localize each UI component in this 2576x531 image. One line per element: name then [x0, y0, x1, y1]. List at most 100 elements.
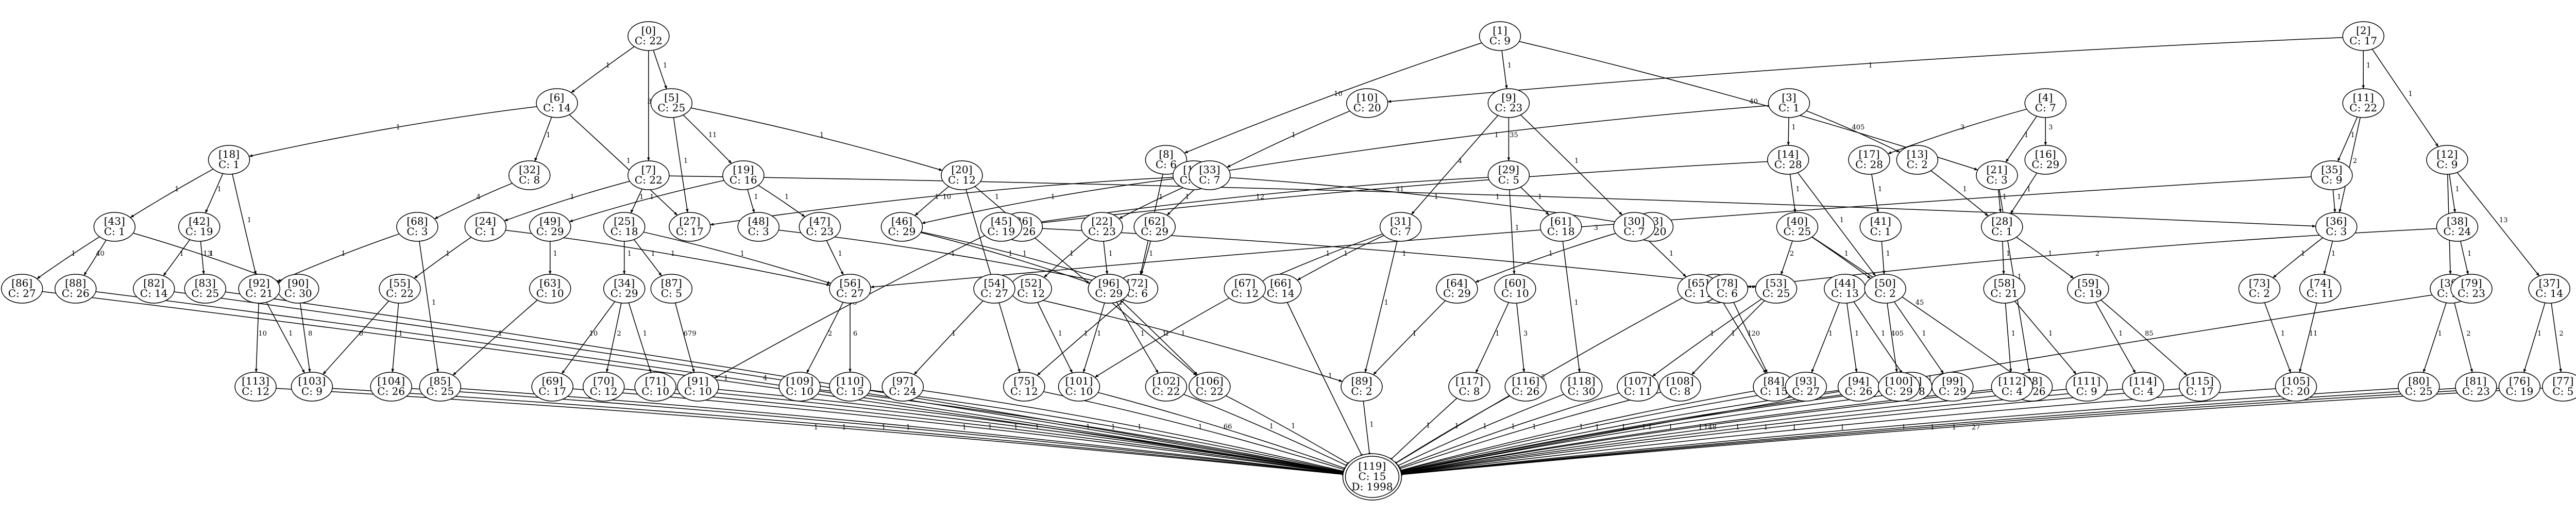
- node-93-ellipse: [1785, 372, 1827, 402]
- node-74: [74]C: 11: [2299, 274, 2342, 304]
- node-85-ellipse: [419, 372, 462, 402]
- node-67-id-label: [67]: [1234, 277, 1256, 289]
- node-88-id-label: [88]: [65, 277, 86, 289]
- node-36-cost-label: C: 3: [2326, 225, 2347, 238]
- node-86-ellipse: [1, 274, 43, 304]
- edge-label-106-to-119: 1: [1291, 423, 1295, 430]
- node-115-ellipse: [2179, 372, 2221, 402]
- edge-label-0-to-5: 1: [663, 62, 667, 70]
- edge-label-101-to-119: 66: [1224, 423, 1232, 431]
- node-78-id-label: [78]: [1717, 277, 1738, 289]
- edge-label-72-to-75: 1: [1083, 330, 1088, 338]
- node-87-cost-label: C: 5: [661, 287, 682, 300]
- node-18: [18]C: 1: [208, 145, 250, 175]
- edge-label-40-to-53: 2: [1790, 250, 1794, 258]
- node-70: [70]C: 12: [582, 372, 625, 402]
- node-3: [3]C: 1: [1768, 88, 1810, 118]
- node-21-cost-label: C: 3: [1986, 174, 2007, 186]
- edge-label-58-to-112: 1: [2011, 330, 2015, 338]
- node-59-id-label: [59]: [2077, 277, 2098, 289]
- node-27-ellipse: [669, 212, 711, 242]
- node-83: [83]C: 25: [184, 274, 227, 304]
- edge-label-46-to-72: 1: [1023, 250, 1027, 258]
- edge-label-53-to-108: 1: [1731, 330, 1735, 338]
- node-115: [115]C: 17: [2179, 372, 2221, 402]
- node-38-id-label: [38]: [2447, 215, 2468, 227]
- node-46-cost-label: C: 29: [888, 225, 916, 238]
- edge-0-to-5: [653, 49, 667, 90]
- edge-label-26-to-53: 1: [1402, 250, 1406, 258]
- node-60-cost-label: C: 10: [1501, 287, 1529, 300]
- node-58-id-label: [58]: [1994, 277, 2015, 289]
- node-104-id-label: [104]: [377, 375, 405, 387]
- node-78-cost-label: C: 6: [1717, 287, 1738, 300]
- node-108-cost-label: C: 8: [1669, 385, 1690, 397]
- node-41: [41]C: 1: [1859, 212, 1902, 242]
- node-110-cost-label: C: 15: [836, 385, 864, 397]
- node-99-ellipse: [1931, 372, 1974, 402]
- edge-label-54-to-97: 1: [952, 330, 956, 338]
- node-62-ellipse: [1133, 212, 1176, 242]
- edge-label-82-to-119: 4: [763, 375, 767, 383]
- node-110-ellipse: [829, 372, 871, 402]
- edge-label-116-to-119: 1: [1455, 422, 1459, 430]
- edge-label-37-to-77: 2: [2559, 330, 2563, 338]
- node-40: [40]C: 25: [1776, 212, 1819, 242]
- node-80-cost-label: C: 25: [2405, 385, 2433, 397]
- edge-label-53-to-107: 1: [1710, 330, 1714, 338]
- nodes-layer: [0]C: 22[1]C: 9[2]C: 17[3]C: 1[4]C: 7[5]…: [1, 21, 2576, 501]
- node-53: [53]C: 25: [1755, 274, 1798, 304]
- node-63-cost-label: C: 10: [536, 287, 564, 300]
- node-87: [87]C: 5: [650, 274, 693, 304]
- node-77-cost-label: C: 5: [2552, 385, 2573, 397]
- edge-3-to-15: [1213, 105, 1769, 174]
- node-54-id-label: [54]: [984, 277, 1005, 289]
- edge-label-28-to-58: 1: [2006, 250, 2010, 258]
- node-65-id-label: [65]: [1688, 277, 1709, 289]
- node-0-ellipse: [628, 21, 670, 51]
- node-47-cost-label: C: 23: [806, 225, 834, 238]
- node-35: [35]C: 9: [2311, 160, 2353, 190]
- node-110: [110]C: 15: [829, 372, 871, 402]
- node-43-cost-label: C: 1: [104, 225, 125, 238]
- node-3-ellipse: [1768, 88, 1810, 118]
- edge-label-3-to-13: 405: [1852, 124, 1865, 131]
- edge-label-39-to-81: 2: [2466, 330, 2470, 338]
- node-12-cost-label: C: 9: [2436, 158, 2458, 171]
- edge-label-108-to-119: 1: [1532, 423, 1536, 431]
- node-119: [119]C: 15D: 1998: [1342, 453, 1402, 501]
- edge-label-22-to-52: 1: [1070, 250, 1074, 258]
- node-109-id-label: [109]: [786, 375, 814, 387]
- edge-label-97-to-119: 1: [1138, 423, 1142, 431]
- node-60-id-label: [60]: [1504, 277, 1526, 289]
- edge-28-to-58: [2002, 241, 2005, 275]
- node-2-ellipse: [2342, 21, 2384, 51]
- edge-label-79-to-119: 1: [1928, 375, 1932, 383]
- edge-label-105-to-119: 1: [1840, 424, 1844, 432]
- node-64-id-label: [64]: [1446, 277, 1467, 289]
- node-25-cost-label: C: 18: [611, 225, 638, 238]
- node-45-id-label: [45]: [991, 215, 1012, 227]
- node-79-id-label: [79]: [2461, 277, 2482, 289]
- edge-label-9-to-31: 4: [1458, 157, 1462, 165]
- node-71-id-label: [71]: [645, 375, 666, 387]
- node-34-ellipse: [603, 274, 646, 304]
- edge-label-25-to-34: 1: [628, 250, 632, 258]
- edge-label-36-to-73: 1: [2301, 250, 2305, 258]
- node-14-ellipse: [1767, 145, 1809, 175]
- node-88-ellipse: [54, 274, 97, 304]
- edge-25-to-56: [643, 231, 832, 284]
- node-24-id-label: [24]: [475, 215, 496, 227]
- node-41-id-label: [41]: [1870, 215, 1891, 227]
- edge-33-to-62: [1166, 186, 1198, 216]
- node-44: [44]C: 13: [1824, 274, 1866, 304]
- edge-label-44-to-94: 1: [1855, 330, 1859, 338]
- node-50: [50]C: 2: [1864, 274, 1906, 304]
- edge-19-to-48: [747, 189, 755, 213]
- node-56-id-label: [56]: [839, 277, 860, 289]
- node-106-cost-label: C: 22: [1196, 385, 1224, 397]
- edge-53-to-108: [1691, 300, 1765, 375]
- node-17-id-label: [17]: [1858, 148, 1879, 160]
- node-13-ellipse: [1896, 145, 1939, 175]
- node-30: [30]C: 7: [1613, 212, 1655, 242]
